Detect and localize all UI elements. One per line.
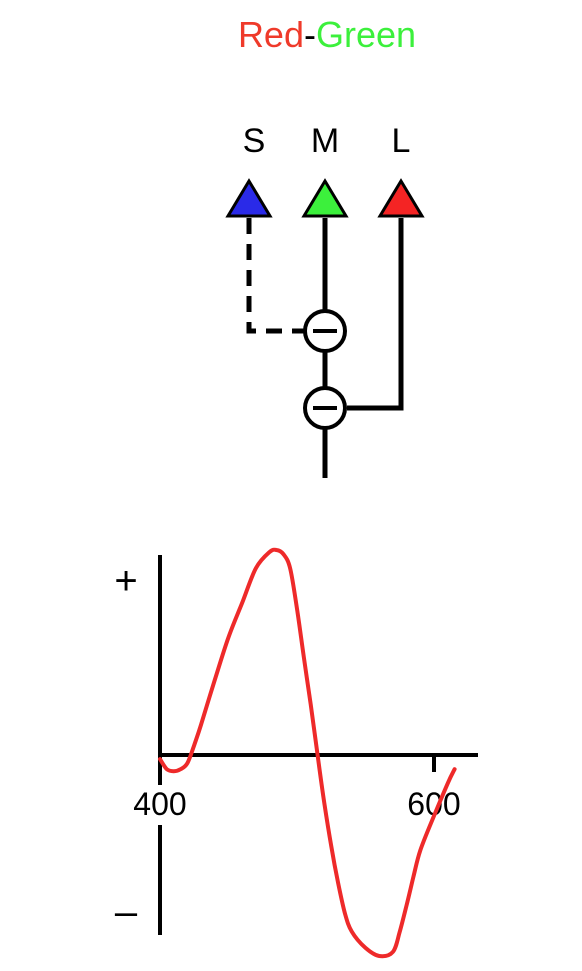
- s-cone-dashed-line: [246, 218, 304, 334]
- minus-operator-1: [303, 309, 347, 353]
- cone-label-s: S: [243, 122, 266, 160]
- y-label-minus: –: [115, 890, 138, 934]
- title: Red-Green: [238, 14, 416, 55]
- cone-label-l: L: [392, 122, 411, 160]
- cone-s-triangle: [225, 178, 273, 218]
- cone-m-triangle: [301, 178, 349, 218]
- x-tick-label-400: 400: [133, 786, 186, 822]
- title-red: Red: [238, 14, 304, 55]
- cone-label-m: M: [311, 122, 339, 160]
- l-cone-line: [347, 218, 404, 411]
- title-separator: -: [304, 14, 316, 55]
- cone-l-triangle: [377, 178, 425, 218]
- response-curve-line: [158, 547, 457, 959]
- y-label-plus: +: [114, 559, 137, 603]
- title-green: Green: [316, 14, 416, 55]
- minus-operator-2: [303, 386, 347, 430]
- label-mask: [128, 785, 192, 825]
